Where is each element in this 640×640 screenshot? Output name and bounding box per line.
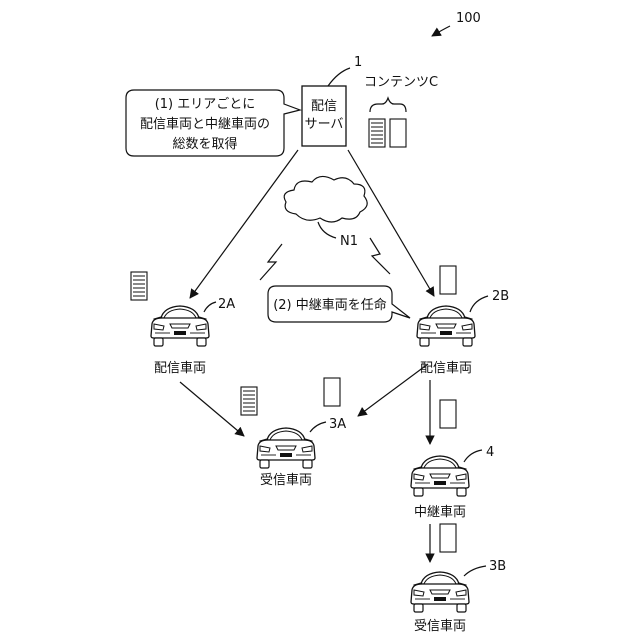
- vehicle-3B-ref-leader: [464, 566, 486, 576]
- car-4-icon: [411, 456, 469, 496]
- content-blank-near-3B-icon: [440, 524, 456, 552]
- vehicle-3A-ref: 3A: [329, 417, 346, 432]
- vehicle-2B-caption: 配信車両: [420, 361, 472, 376]
- content-striped-near-3A-icon: [241, 387, 257, 415]
- vehicle-2B-ref-leader: [470, 296, 488, 312]
- vehicle-3A-caption: 受信車両: [260, 473, 312, 488]
- contents-label: コンテンツC: [364, 75, 438, 90]
- car-2B-icon: [417, 306, 475, 346]
- vehicle-2A: 2A 配信車両: [151, 297, 235, 376]
- arrow-2A-to-3A: [180, 382, 244, 436]
- arrow-server-to-2B: [348, 150, 434, 296]
- server-ref: 1: [354, 55, 362, 70]
- figure-ref-number: 100: [456, 11, 481, 26]
- wireless-signal-left-icon: [260, 244, 282, 280]
- server-ref-leader: [328, 68, 350, 86]
- content-document-striped-icon: [369, 119, 385, 147]
- content-striped-near-2A-icon: [131, 272, 147, 300]
- vehicle-3A: 3A 受信車両: [257, 417, 346, 488]
- callout-step1-line2: 配信車両と中継車両の: [140, 117, 270, 132]
- server-box: [302, 86, 346, 146]
- vehicle-2B-ref: 2B: [492, 289, 509, 304]
- vehicle-4-ref-leader: [464, 450, 482, 462]
- content-document-blank-icon: [390, 119, 406, 147]
- arrow-server-to-2A: [190, 150, 298, 298]
- callout-step2: (2) 中継車両を任命: [268, 286, 410, 322]
- network-ref-leader: [318, 222, 336, 238]
- content-blank-near-4-icon: [440, 400, 456, 428]
- server-label-line2: サーバ: [305, 117, 344, 132]
- wireless-signal-right-icon: [370, 238, 390, 274]
- server-label-line1: 配信: [311, 99, 337, 114]
- vehicle-2A-ref: 2A: [218, 297, 235, 312]
- content-blank-near-2B-icon: [440, 266, 456, 294]
- network-ref: N1: [340, 234, 358, 249]
- arrow-2B-to-3A: [358, 364, 428, 416]
- callout-step1-line3: 総数を取得: [172, 136, 237, 152]
- figure-ref-pointer: [432, 26, 450, 36]
- vehicle-2B: 2B 配信車両: [417, 289, 509, 376]
- car-3A-icon: [257, 428, 315, 468]
- callout-step2-text: (2) 中継車両を任命: [273, 297, 387, 313]
- callout-step1-line1: (1) エリアごとに: [155, 96, 256, 112]
- contents-brace: [370, 98, 406, 112]
- contents-group: コンテンツC: [364, 75, 438, 147]
- network-cloud: N1: [284, 176, 367, 249]
- cloud-icon: [284, 176, 367, 222]
- vehicle-4-caption: 中継車両: [414, 505, 466, 520]
- vehicle-2A-ref-leader: [204, 302, 216, 312]
- vehicle-3B-caption: 受信車両: [414, 619, 466, 634]
- car-2A-icon: [151, 306, 209, 346]
- vehicle-4-ref: 4: [486, 445, 494, 460]
- vehicle-2A-caption: 配信車両: [154, 361, 206, 376]
- vehicle-4: 4 中継車両: [411, 445, 494, 520]
- content-blank-near-3A-icon: [324, 378, 340, 406]
- vehicle-3A-ref-leader: [310, 422, 326, 432]
- vehicle-3B: 3B 受信車両: [411, 559, 506, 634]
- callout-step1: (1) エリアごとに 配信車両と中継車両の 総数を取得: [126, 90, 300, 156]
- distribution-server: 配信 サーバ 1: [302, 55, 362, 146]
- car-3B-icon: [411, 572, 469, 612]
- vehicle-3B-ref: 3B: [489, 559, 506, 574]
